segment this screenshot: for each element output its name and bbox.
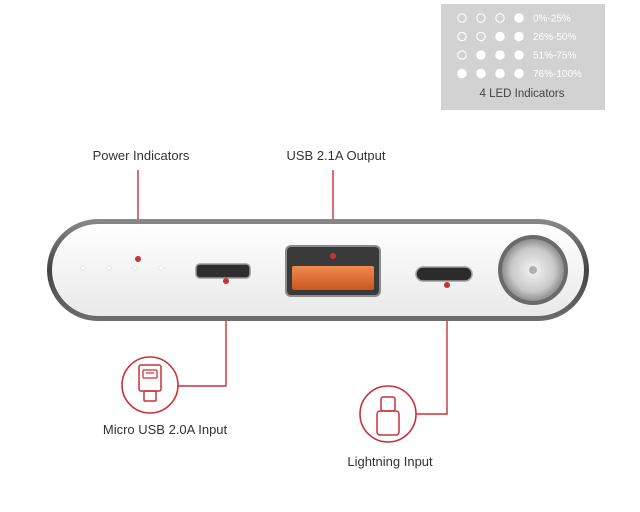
led-legend-row: 26%-50% — [457, 31, 576, 43]
usb-output-marker — [330, 253, 336, 259]
lightning-plug-icon — [359, 385, 417, 443]
lightning-input-label: Lightning Input — [347, 454, 433, 469]
lightning-port — [415, 266, 473, 282]
led-lit-dot — [514, 31, 524, 42]
led-lit-dot — [514, 13, 524, 23]
power-bank-device — [47, 219, 589, 321]
led-legend: 0%-25% 26%-50% 51%-75% 76%-100% 4 LED Indic… — [441, 4, 605, 110]
micro-usb-input-label: Micro USB 2.0A Input — [103, 422, 228, 437]
led-legend-title: 4 LED Indicators — [479, 88, 564, 100]
led-lit-dot — [457, 68, 467, 79]
led-dot — [158, 265, 164, 271]
lightning-leader — [416, 286, 448, 415]
usb-output-label: USB 2.1A Output — [286, 148, 385, 163]
led-lit-dot — [476, 50, 486, 60]
power-indicators-label: Power Indicators — [93, 148, 190, 163]
led-unlit-dot — [457, 31, 467, 42]
led-dot — [106, 265, 112, 271]
led-lit-dot — [495, 31, 505, 42]
led-legend-row: 51%-75% — [457, 50, 576, 62]
led-legend-row: 76%-100% — [457, 68, 582, 80]
led-lit-dot — [514, 68, 524, 79]
led-legend-range: 0%-25% — [533, 14, 571, 25]
led-legend-range: 51%-75% — [533, 51, 576, 62]
micro-usb-port — [195, 263, 251, 279]
led-legend-row: 0%-25% — [457, 13, 571, 25]
led-lit-dot — [514, 50, 524, 60]
power-button-center — [529, 266, 537, 274]
led-dot — [80, 265, 86, 271]
led-unlit-dot — [476, 13, 486, 23]
led-lit-dot — [476, 68, 486, 79]
micro-usb-marker — [223, 278, 229, 284]
power-indicator-marker — [135, 256, 141, 262]
led-unlit-dot — [457, 50, 467, 60]
led-unlit-dot — [457, 13, 467, 23]
led-unlit-dot — [476, 31, 486, 42]
micro-usb-plug-icon — [121, 356, 179, 414]
led-legend-range: 76%-100% — [533, 69, 582, 80]
usb-output-tongue — [292, 266, 374, 290]
led-dot — [132, 265, 138, 271]
led-lit-dot — [495, 50, 505, 60]
led-legend-range: 26%-50% — [533, 32, 576, 43]
led-unlit-dot — [495, 13, 505, 23]
led-lit-dot — [495, 68, 505, 79]
power-indicator-leds — [80, 265, 164, 271]
lightning-marker — [444, 282, 450, 288]
